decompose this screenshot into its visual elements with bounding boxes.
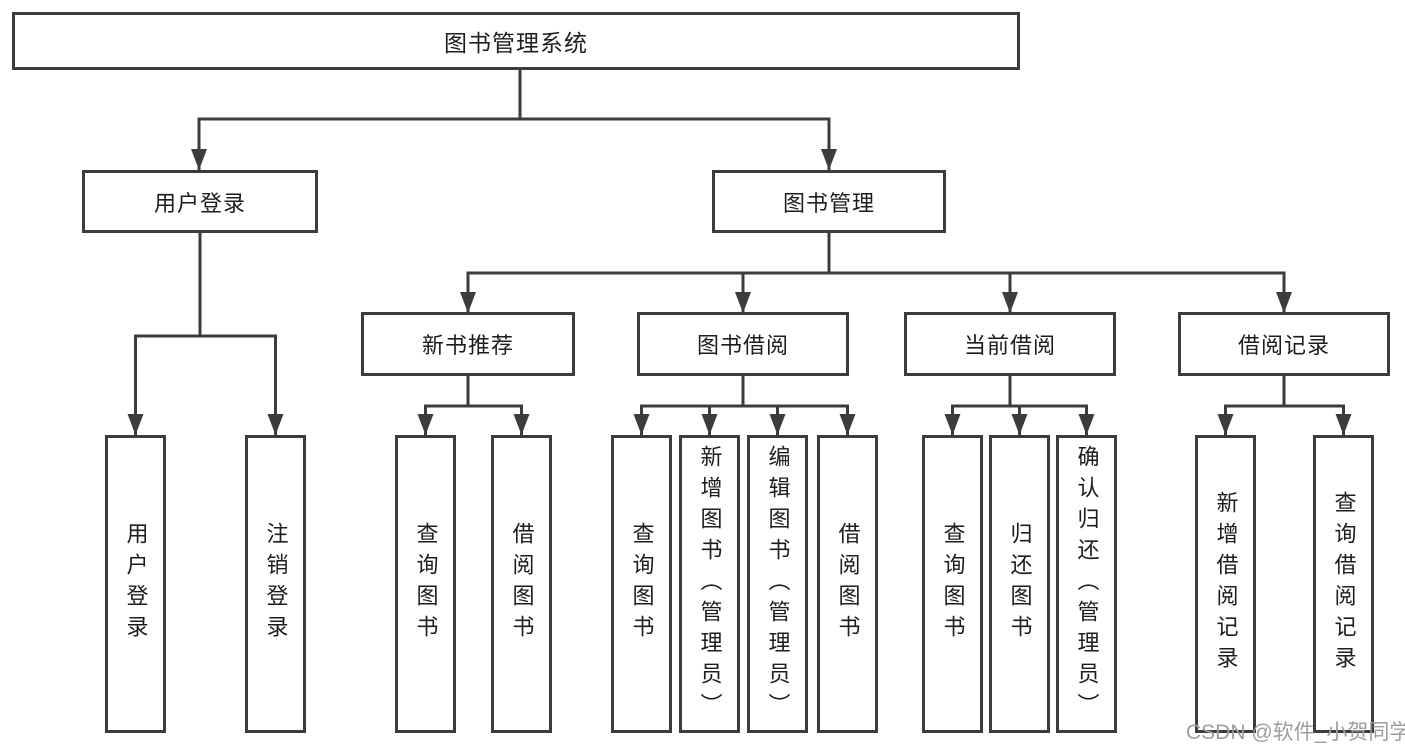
branch-box-book-management: 图书管理: [712, 170, 946, 233]
leaf-record-add-borrow-record: 新增借阅记录: [1195, 435, 1256, 733]
branch-label: 用户登录: [153, 190, 246, 216]
leaf-label: 注销登录: [263, 522, 289, 646]
connector-current-borrow-split: [944, 376, 1095, 435]
leaf-label: 查询借阅记录: [1331, 491, 1357, 677]
module-box-new-book-recommend: 新书推荐: [361, 312, 575, 376]
module-label: 借阅记录: [1237, 333, 1330, 358]
module-label: 当前借阅: [963, 333, 1056, 358]
leaf-label: 借阅图书: [509, 522, 535, 646]
module-label: 新书推荐: [421, 333, 514, 358]
root-box-library-management-system: 图书管理系统: [12, 12, 1020, 70]
leaf-label: 查询图书: [940, 522, 966, 646]
leaf-label: 新增借阅记录: [1213, 491, 1239, 677]
leaf-label: 用户登录: [123, 522, 149, 646]
module-box-current-borrow: 当前借阅: [904, 312, 1116, 376]
leaf-user-login: 用户登录: [105, 435, 166, 733]
connector-book-management-split: [460, 233, 1292, 313]
leaf-label: 查询图书: [629, 522, 655, 646]
connector-book-borrow-split: [633, 376, 856, 435]
leaf-label: 归还图书: [1007, 522, 1033, 646]
leaf-borrow-edit-book-admin: 编辑图书（管理员）: [747, 435, 808, 733]
branch-label: 图书管理: [782, 190, 875, 216]
leaf-logout: 注销登录: [245, 435, 306, 733]
leaf-label: 查询图书: [413, 522, 439, 646]
leaf-current-return-book: 归还图书: [989, 435, 1050, 733]
csdn-watermark: CSDN @软件_小贺同学: [1186, 721, 1405, 744]
connector-new-book-recommend-split: [417, 376, 530, 435]
leaf-borrow-add-book-admin: 新增图书（管理员）: [679, 435, 740, 733]
leaf-record-query-borrow-record: 查询借阅记录: [1313, 435, 1374, 733]
leaf-recommend-query-book: 查询图书: [395, 435, 456, 733]
leaf-label: 借阅图书: [835, 522, 861, 646]
branch-box-user-login: 用户登录: [82, 170, 318, 233]
leaf-label: 编辑图书（管理员）: [765, 444, 791, 724]
root-label: 图书管理系统: [444, 30, 588, 56]
leaf-borrow-borrow-book: 借阅图书: [817, 435, 878, 733]
connector-root-split: [191, 70, 837, 170]
leaf-current-confirm-return-admin: 确认归还（管理员）: [1056, 435, 1117, 733]
connector-borrow-record-split: [1217, 376, 1352, 435]
module-box-borrow-record: 借阅记录: [1178, 312, 1390, 376]
leaf-label: 确认归还（管理员）: [1074, 444, 1100, 724]
module-label: 图书借阅: [696, 333, 789, 358]
module-box-book-borrow: 图书借阅: [637, 312, 849, 376]
connector-user-login-split: [127, 233, 284, 435]
leaf-label: 新增图书（管理员）: [697, 444, 723, 724]
leaf-borrow-query-book: 查询图书: [611, 435, 672, 733]
leaf-current-query-book: 查询图书: [922, 435, 983, 733]
leaf-recommend-borrow-book: 借阅图书: [491, 435, 552, 733]
